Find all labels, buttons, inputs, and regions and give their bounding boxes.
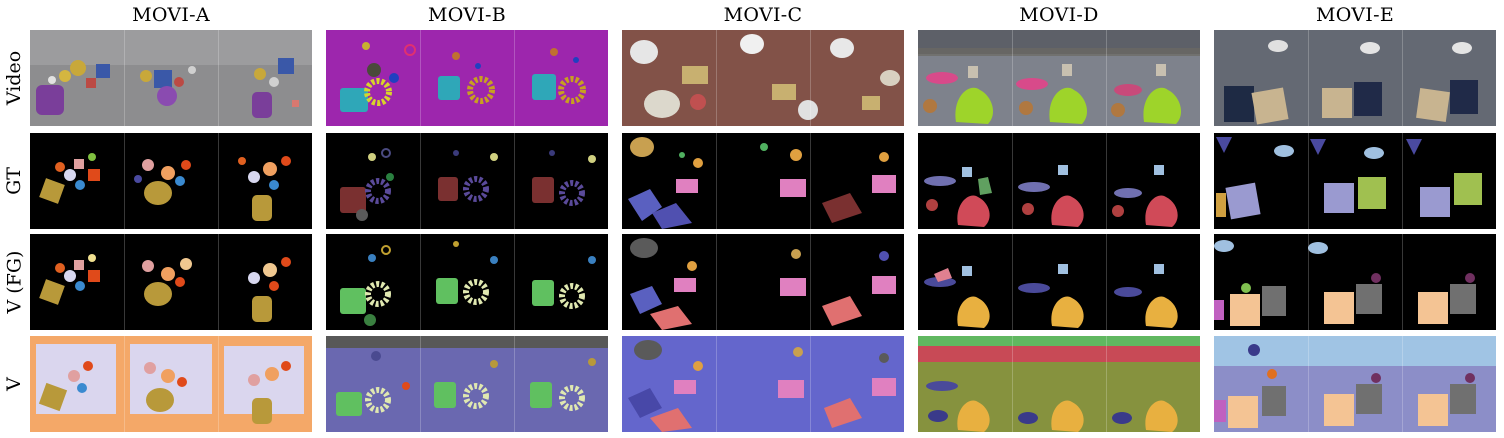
column-title-movi-c: MOVI-C: [723, 4, 803, 26]
column-title-movi-b: MOVI-B: [427, 4, 507, 26]
gt-masks-movi-d: [918, 133, 1200, 229]
vfg-masks-movi-d: [918, 234, 1200, 330]
row-label-v-fg: V (FG): [3, 250, 26, 314]
gt-masks-movi-e: [1214, 133, 1496, 229]
video-frames-movi-b: [326, 30, 608, 126]
gt-masks-movi-a: [30, 133, 312, 229]
vfg-masks-movi-e: [1214, 234, 1496, 330]
video-frames-movi-e: [1214, 30, 1496, 126]
video-frames-movi-d: [918, 30, 1200, 126]
v-masks-movi-c: [622, 336, 904, 432]
gt-masks-movi-b: [326, 133, 608, 229]
column-title-movi-e: MOVI-E: [1315, 4, 1394, 26]
vfg-masks-movi-c: [622, 234, 904, 330]
v-masks-movi-e: [1214, 336, 1496, 432]
vfg-masks-movi-a: [30, 234, 312, 330]
video-frames-movi-a: [30, 30, 312, 126]
row-label-gt: GT: [2, 167, 25, 195]
v-masks-movi-d: [918, 336, 1200, 432]
vfg-masks-movi-b: [326, 234, 608, 330]
column-title-movi-a: MOVI-A: [132, 4, 210, 26]
row-label-video: Video: [3, 50, 25, 106]
column-title-movi-d: MOVI-D: [1019, 4, 1099, 26]
row-label-v: V: [2, 377, 25, 391]
v-masks-movi-b: [326, 336, 608, 432]
v-masks-movi-a: [30, 336, 312, 432]
gt-masks-movi-c: [622, 133, 904, 229]
video-frames-movi-c: [622, 30, 904, 126]
